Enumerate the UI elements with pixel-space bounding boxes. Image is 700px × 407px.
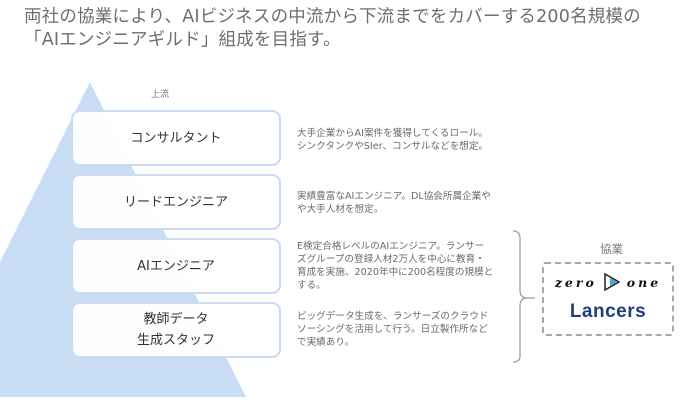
play-triangle-icon	[604, 273, 621, 291]
title-line-2: 「AIエンジニアギルド」組成を目指す。	[24, 30, 341, 50]
level-ai-engineer-label: AIエンジニア	[137, 258, 215, 274]
level-annotation-staff-line1: 教師データ	[143, 312, 209, 327]
level-lead-engineer-label: リードエンジニア	[123, 194, 228, 210]
title-line-1: 両社の協業により、AIビジネスの中流から下流までをカバーする200名規模の	[24, 7, 641, 27]
level-annotation-staff-line2: 生成スタッフ	[136, 333, 215, 348]
partner-logos-box: zero one Lancers	[542, 262, 674, 336]
level-consultant-label: コンサルタント	[130, 130, 222, 146]
upstream-label: 上流	[151, 90, 170, 100]
right-brace-icon	[512, 230, 535, 363]
zero-one-logo-right: one	[626, 274, 662, 290]
zero-one-logo: zero one	[544, 273, 672, 291]
slide-title: 両社の協業により、AIビジネスの中流から下流までをカバーする200名規模の 「A…	[24, 6, 694, 52]
level-lead-engineer: リードエンジニア	[71, 174, 281, 230]
annotation-staff-description: ビッグデータ生成を、ランサーズのクラウド ソーシングを活用して行う。日立製作所な…	[297, 311, 489, 348]
lead-engineer-description: 実績豊富なAIエンジニア。DL協会所属企業や や大手人材を想定。	[297, 191, 491, 215]
level-ai-engineer: AIエンジニア	[71, 238, 281, 294]
lancers-logo: Lancers	[569, 301, 647, 322]
level-consultant: コンサルタント	[71, 110, 281, 166]
ai-engineer-description: E検定合格レベルのAIエンジニア。ランサー ズグループの登録人材2万人を中心に教…	[297, 241, 494, 291]
consultant-description: 大手企業からAI案件を獲得してくるロール。 シンクタンクやSIer、コンサルなど…	[297, 128, 489, 152]
collaboration-label: 協業	[600, 242, 623, 256]
zero-one-logo-left: zero	[554, 274, 597, 290]
level-annotation-staff: 教師データ 生成スタッフ	[71, 302, 281, 358]
